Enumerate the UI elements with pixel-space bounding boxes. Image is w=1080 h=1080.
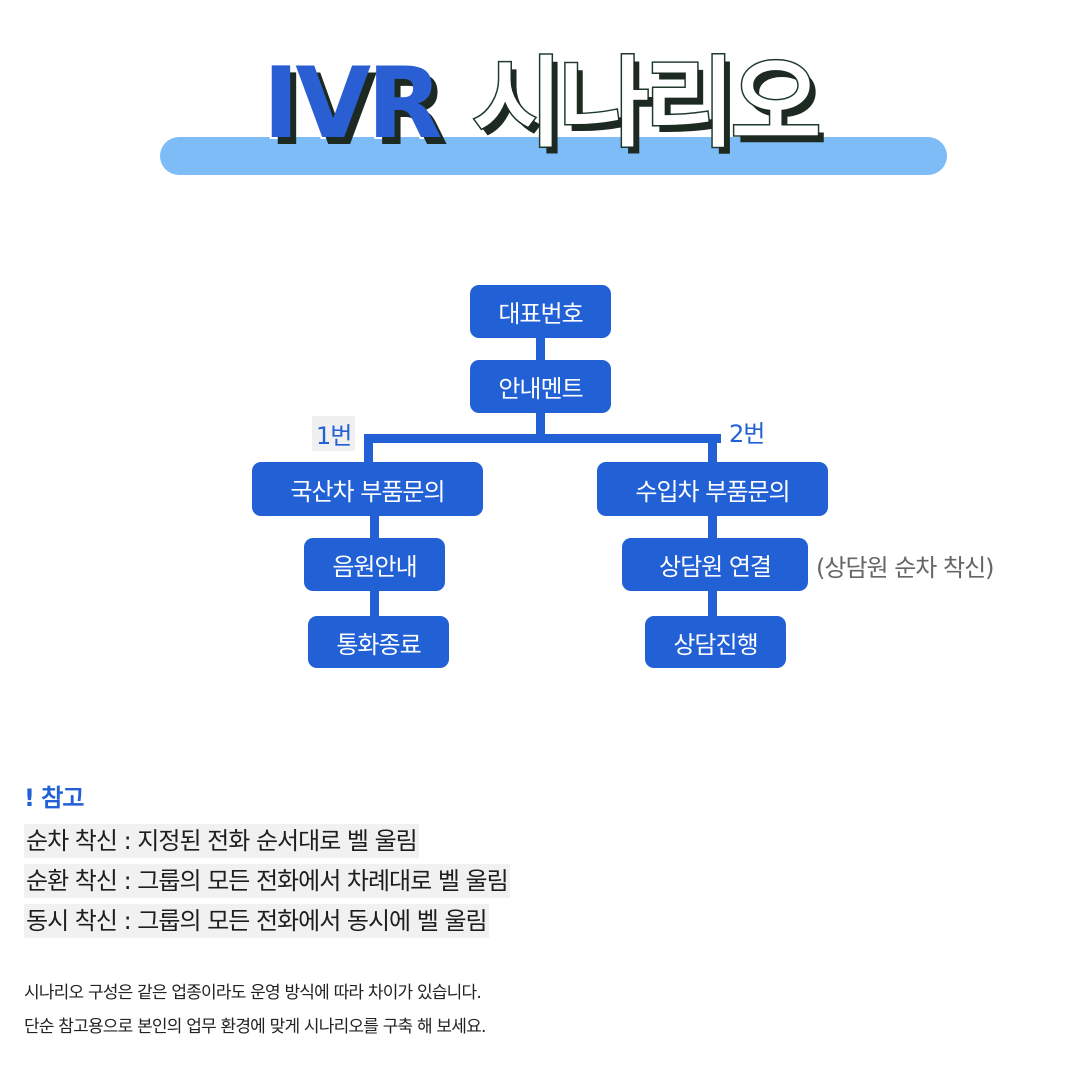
connector-root-greeting [536, 336, 545, 364]
connector-greeting-split [536, 412, 545, 438]
connector-left-drop [364, 434, 373, 464]
node-domestic-parts: 국산차 부품문의 [252, 462, 483, 516]
node-greeting: 안내멘트 [470, 360, 611, 413]
footer-line-2: 단순 참고용으로 본인의 업무 환경에 맞게 시나리오를 구축 해 보세요. [24, 1017, 486, 1037]
branch-label-1: 1번 [312, 416, 356, 451]
title-scenario: 시나리오 [471, 47, 823, 162]
connector-right-drop [708, 434, 717, 464]
node-consultation: 상담진행 [645, 616, 786, 668]
branch-label-2: 2번 [729, 420, 765, 448]
footer-line-1: 시나리오 구성은 같은 업종이라도 운영 방식에 따라 차이가 있습니다. [24, 983, 482, 1003]
connector-left-1 [370, 514, 379, 540]
note-rotation: 순환 착신 : 그룹의 모든 전화에서 차례대로 벨 울림 [24, 864, 510, 898]
node-import-parts: 수입차 부품문의 [597, 462, 828, 516]
connector-left-2 [370, 590, 379, 618]
node-agent-connect: 상담원 연결 [622, 538, 808, 591]
connector-right-2 [708, 590, 717, 618]
title-ivr: IVR [261, 46, 445, 162]
node-audio-guide: 음원안내 [304, 538, 445, 591]
title-highlight-band [160, 137, 947, 175]
connector-right-1 [708, 514, 717, 540]
note-simultaneous: 동시 착신 : 그룹의 모든 전화에서 동시에 벨 울림 [24, 904, 489, 938]
agent-routing-note: (상담원 순차 착신) [816, 554, 995, 582]
node-call-end: 통화종료 [308, 616, 449, 668]
note-sequential: 순차 착신 : 지정된 전화 순서대로 벨 울림 [24, 824, 419, 858]
connector-horizontal [364, 434, 721, 443]
notes-heading: ! 참고 [24, 784, 84, 812]
node-main-number: 대표번호 [470, 285, 611, 338]
